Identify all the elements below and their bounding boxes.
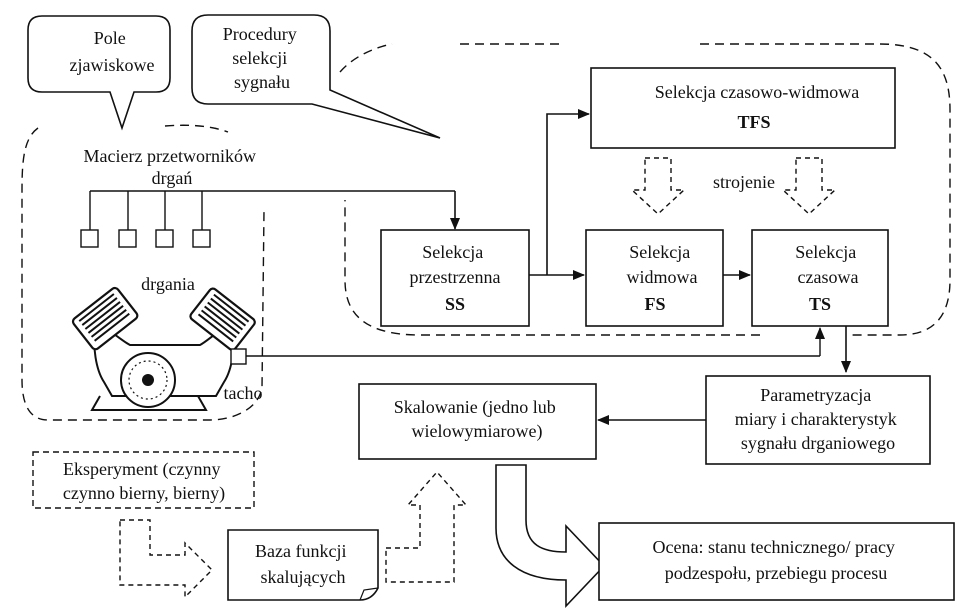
sensor-array-label: Macierz przetworników drgań [84, 146, 261, 188]
tuning-arrow-fs [630, 157, 686, 215]
procedures-callout-bubble [191, 14, 441, 139]
time-frequency-selection-line-1: Selekcja czasowo-widmowa [655, 82, 859, 102]
arrow-scaling-to-assessment [495, 464, 606, 609]
scaling-line-1: Skalowanie (jedno lub [394, 397, 556, 418]
sensor-array-label-line-2: drgań [152, 168, 193, 188]
experiment-line-2: czynno bierny, bierny) [63, 483, 225, 504]
scaling-line-2: wielowymiarowe) [412, 421, 543, 442]
scaling-functions-line-1: Baza funkcji [255, 541, 346, 561]
parametrization-text: Parametryzacja miary i charakterystyk sy… [735, 385, 901, 453]
parametrization-line-3: sygnału drganiowego [741, 433, 895, 453]
procedures-callout-line-3: sygnału [234, 72, 290, 92]
time-selection-box [751, 229, 889, 327]
parametrization-line-1: Parametryzacja [760, 385, 871, 405]
sensor-3 [155, 229, 174, 248]
spatial-selection-line-2: przestrzenna [410, 267, 501, 287]
tuning-label: strojenie [713, 172, 775, 192]
field-callout-line-2: zjawiskowe [70, 55, 155, 75]
arrow-base-to-scaling [385, 470, 468, 583]
spectral-selection-line-2: widmowa [627, 267, 698, 287]
procedures-callout-text: Procedury selekcji sygnału [223, 24, 301, 92]
vibration-sensors [80, 191, 211, 248]
scaling-box [358, 383, 597, 460]
procedures-callout-line-2: selekcji [232, 48, 287, 68]
time-frequency-selection-box [590, 67, 896, 149]
assessment-box [598, 522, 955, 601]
scaling-text: Skalowanie (jedno lub wielowymiarowe) [394, 397, 560, 442]
sensor-array-label-line-1: Macierz przetworników [84, 146, 256, 166]
procedures-callout-line-1: Procedury [223, 24, 297, 44]
spatial-selection-box [380, 229, 530, 327]
time-selection-text: Selekcja czasowa [795, 242, 860, 287]
assessment-line-1: Ocena: stanu technicznego/ pracy [653, 537, 895, 557]
field-callout-line-1: Pole [94, 28, 126, 48]
spatial-selection-text: Selekcja przestrzenna [410, 242, 501, 287]
arrow-ss-to-tfs [546, 109, 590, 275]
sensor-2 [118, 229, 137, 248]
tacho-sensor [230, 348, 247, 365]
experiment-text: Eksperyment (czynny czynno bierny, biern… [63, 459, 225, 504]
time-frequency-selection-code: TFS [737, 112, 770, 132]
time-selection-code: TS [809, 294, 831, 314]
spectral-selection-text: Selekcja widmowa [627, 242, 698, 287]
spectral-selection-code: FS [644, 294, 665, 314]
tacho-label: tacho [224, 383, 263, 403]
tuning-arrow-ts [781, 157, 837, 215]
experiment-box [32, 451, 255, 509]
time-selection-line-2: czasowa [798, 267, 859, 287]
spatial-selection-line-1: Selekcja [422, 242, 483, 262]
field-callout-text: Pole zjawiskowe [70, 28, 155, 75]
spatial-selection-code: SS [445, 294, 465, 314]
scaling-functions-text: Baza funkcji skalujących [255, 541, 351, 587]
scaling-functions-line-2: skalujących [261, 567, 346, 587]
parametrization-line-2: miary i charakterystyk [735, 409, 897, 429]
spectral-selection-box [585, 229, 724, 327]
assessment-text: Ocena: stanu technicznego/ pracy podzesp… [653, 537, 900, 583]
sensor-4 [192, 229, 211, 248]
vibration-label: drgania [141, 274, 195, 294]
measurement-region-outline [21, 124, 265, 421]
experiment-line-1: Eksperyment (czynny [63, 459, 220, 480]
engine-icon [71, 286, 256, 411]
selection-region-outline [339, 43, 951, 336]
sensor-1 [80, 229, 99, 248]
time-selection-line-1: Selekcja [795, 242, 856, 262]
parametrization-box [705, 375, 931, 465]
spectral-selection-line-1: Selekcja [629, 242, 690, 262]
assessment-line-2: podzespołu, przebiegu procesu [665, 563, 887, 583]
scaling-functions-fold [359, 587, 379, 601]
arrow-experiment-to-base [119, 519, 213, 599]
field-callout-bubble [27, 15, 171, 131]
